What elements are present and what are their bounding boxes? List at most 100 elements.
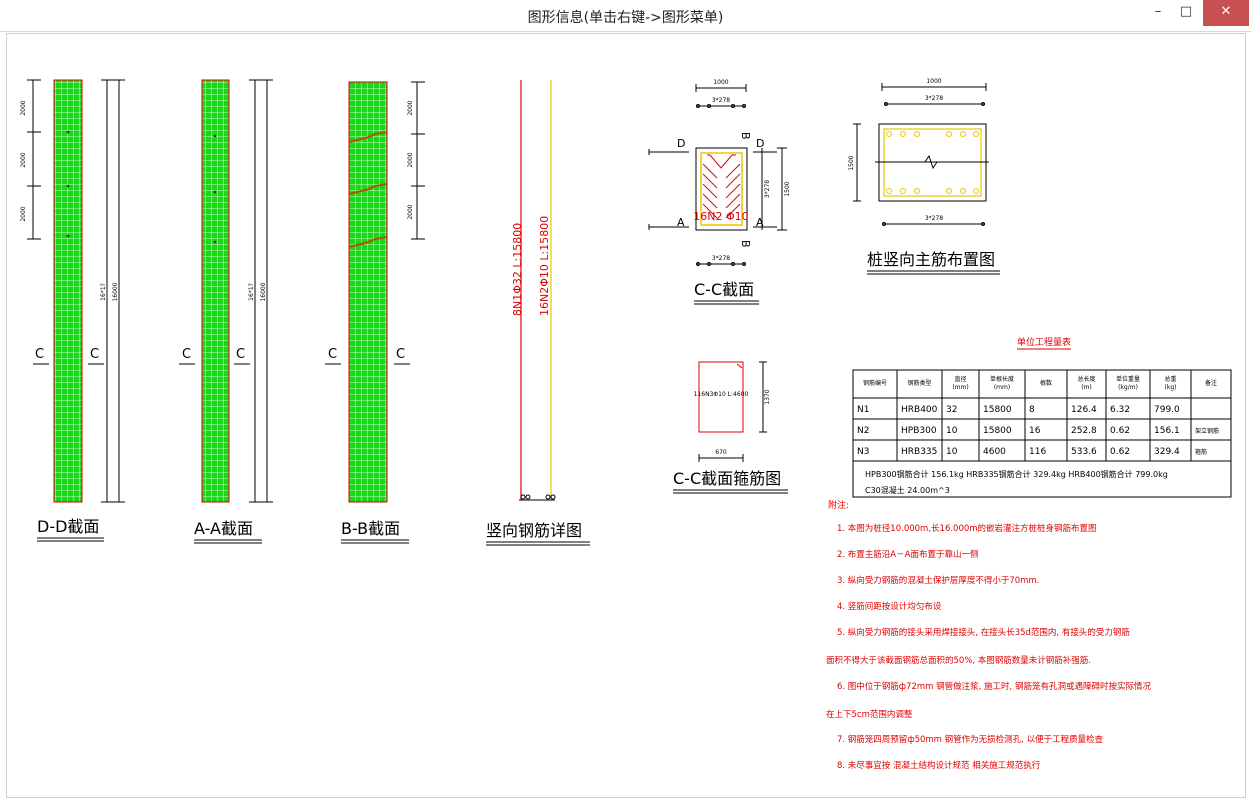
table-cell: 252.8	[1071, 426, 1097, 436]
bb-section: 2000 2000 2000 C C B-B截面	[325, 81, 425, 544]
cc-rebar-hatch	[702, 163, 718, 219]
rebar-n2-label: 16N2Φ10 L:15800	[538, 216, 551, 316]
table-header-cell: 单根长度	[990, 375, 1014, 383]
dd-section: 2000 2000 2000 16*1? 16000 C C D-D截面	[20, 79, 125, 542]
table-header-cell: 直径	[954, 375, 966, 383]
drawing-canvas[interactable]: 2000 2000 2000 16*1? 16000 C C D-D截面	[6, 33, 1246, 798]
table-header-cell: 单位重量	[1116, 375, 1140, 383]
layout-title: 桩竖向主筋布置图	[867, 250, 995, 269]
table-cell: N3	[857, 447, 869, 457]
stirrup-height-dim: 1370	[764, 389, 771, 404]
dd-cut-right: C	[90, 347, 99, 362]
table-frame	[852, 369, 1232, 498]
table-cell: HPB300	[901, 426, 937, 436]
table-header-cell: 钢筋类型	[907, 379, 931, 387]
bb-cut-left: C	[328, 347, 337, 362]
dd-dim-3: 2000	[20, 206, 27, 221]
table-cell: 0.62	[1110, 447, 1130, 457]
table-cell: HRB335	[901, 447, 937, 457]
bb-title: B-B截面	[341, 519, 400, 538]
cc-outline	[695, 147, 748, 231]
dd-marker	[66, 130, 70, 134]
layout-bot-dim: 3*278	[925, 215, 943, 222]
table-cell: 32	[946, 405, 957, 415]
table-cell: N2	[857, 426, 869, 436]
table-header-cell: 钢筋编号	[863, 379, 887, 387]
stirrup-rect	[698, 361, 744, 433]
table-cell: 126.4	[1071, 405, 1097, 415]
aa-length-a: 16*1?	[248, 283, 255, 301]
cc-note: 16N2 Φ10	[693, 210, 748, 223]
bb-splice	[348, 236, 388, 248]
dd-cut-left: C	[35, 347, 44, 362]
cc-top-dim: 1000	[713, 79, 728, 86]
bb-splice	[348, 131, 388, 143]
dd-dim-1: 2000	[20, 100, 27, 115]
aa-title: A-A截面	[194, 519, 253, 538]
table-header-cell: (mm)	[952, 384, 968, 391]
stirrup-label: 116N3Φ10 L:4600	[694, 391, 749, 398]
title-bar: 图形信息(单击右键->图形菜单) – □ ✕	[0, 0, 1251, 32]
table-cell: 0.62	[1110, 426, 1130, 436]
note-item: 8. 未尽事宜按 混凝土结构设计规范 相关施工规范执行	[837, 760, 1041, 771]
stirrup-width-dim: 670	[715, 449, 727, 456]
cc-b-top: B	[739, 132, 752, 140]
table-summary-2: C30混凝土 24.00m^3	[865, 485, 950, 495]
cc-d-right: D	[756, 137, 764, 150]
stirrup-drawing: 116N3Φ10 L:4600 1370 670 C-C截面箍筋图	[673, 361, 788, 494]
cc-a-left: A	[677, 216, 685, 229]
table-cell: 799.0	[1154, 405, 1180, 415]
table-header-cell: 总重	[1164, 375, 1176, 383]
cc-side-dim: 1500	[784, 181, 791, 196]
table-cell: 15800	[983, 405, 1012, 415]
aa-marker	[213, 240, 217, 244]
table-header-cell: 根数	[1040, 379, 1052, 387]
close-button[interactable]: ✕	[1203, 0, 1249, 26]
bb-cut-right: C	[396, 347, 405, 362]
table-cell: N1	[857, 405, 869, 415]
cc-bot-dim: 3*278	[712, 255, 730, 262]
vertical-title: 竖向钢筋详图	[486, 521, 582, 540]
table-cell: 116	[1029, 447, 1046, 457]
cc-inner-dim: 3*278	[764, 180, 771, 198]
drawing-svg: 2000 2000 2000 16*1? 16000 C C D-D截面	[20, 78, 1232, 771]
table-header-cell: (kg)	[1165, 384, 1177, 391]
dd-marker	[66, 184, 70, 188]
cc-d-left: D	[677, 137, 685, 150]
table-header-cell: (mm)	[994, 384, 1010, 391]
table-cell: 533.6	[1071, 447, 1097, 457]
dd-length-a: 16*1?	[100, 283, 107, 301]
table-cell: HRB400	[901, 405, 938, 415]
aa-marker	[213, 134, 217, 138]
aa-cut-right: C	[236, 347, 245, 362]
pile-layout: 1000 3*278 1500 3*278 桩竖向主筋布置图	[848, 78, 1000, 275]
table-title: 单位工程量表	[1017, 336, 1071, 348]
table-header-cell: (m)	[1081, 384, 1092, 391]
table-cell: 156.1	[1154, 426, 1180, 436]
cc-inner-hoop	[707, 154, 736, 169]
table-cell: 6.32	[1110, 405, 1130, 415]
note-item: 5. 纵向受力钢筋的接头采用焊接接头, 在接头长35d范围内, 有接头的受力钢筋	[837, 627, 1130, 638]
cc-b-bottom: B	[739, 240, 752, 248]
dd-dim-2: 2000	[20, 152, 27, 167]
maximize-button[interactable]: □	[1179, 4, 1193, 19]
dd-marker	[66, 234, 70, 238]
table-cell: 16	[1029, 426, 1041, 436]
bb-dim-1: 2000	[407, 100, 414, 115]
minimize-button[interactable]: –	[1154, 4, 1162, 19]
aa-cut-left: C	[182, 347, 191, 362]
table-cell: 4600	[983, 447, 1006, 457]
cc-a-right: A	[756, 216, 764, 229]
note-item: 3. 纵向受力钢筋的混凝土保护层厚度不得小于70mm.	[837, 575, 1039, 586]
layout-sub-dim: 3*278	[925, 95, 943, 102]
table-header-cell: 总长度	[1077, 375, 1095, 383]
cc-section: 1000 3*278 16N2 Φ10 3*278 1500 D D	[648, 79, 791, 305]
dd-cage	[53, 79, 83, 503]
table-cell: 10	[946, 426, 958, 436]
window-title: 图形信息(单击右键->图形菜单)	[527, 10, 724, 26]
table-header-cell: (kg/m)	[1118, 384, 1138, 391]
bb-cage	[348, 81, 388, 503]
aa-marker	[213, 190, 217, 194]
table-cell: 架立钢筋	[1195, 427, 1219, 435]
